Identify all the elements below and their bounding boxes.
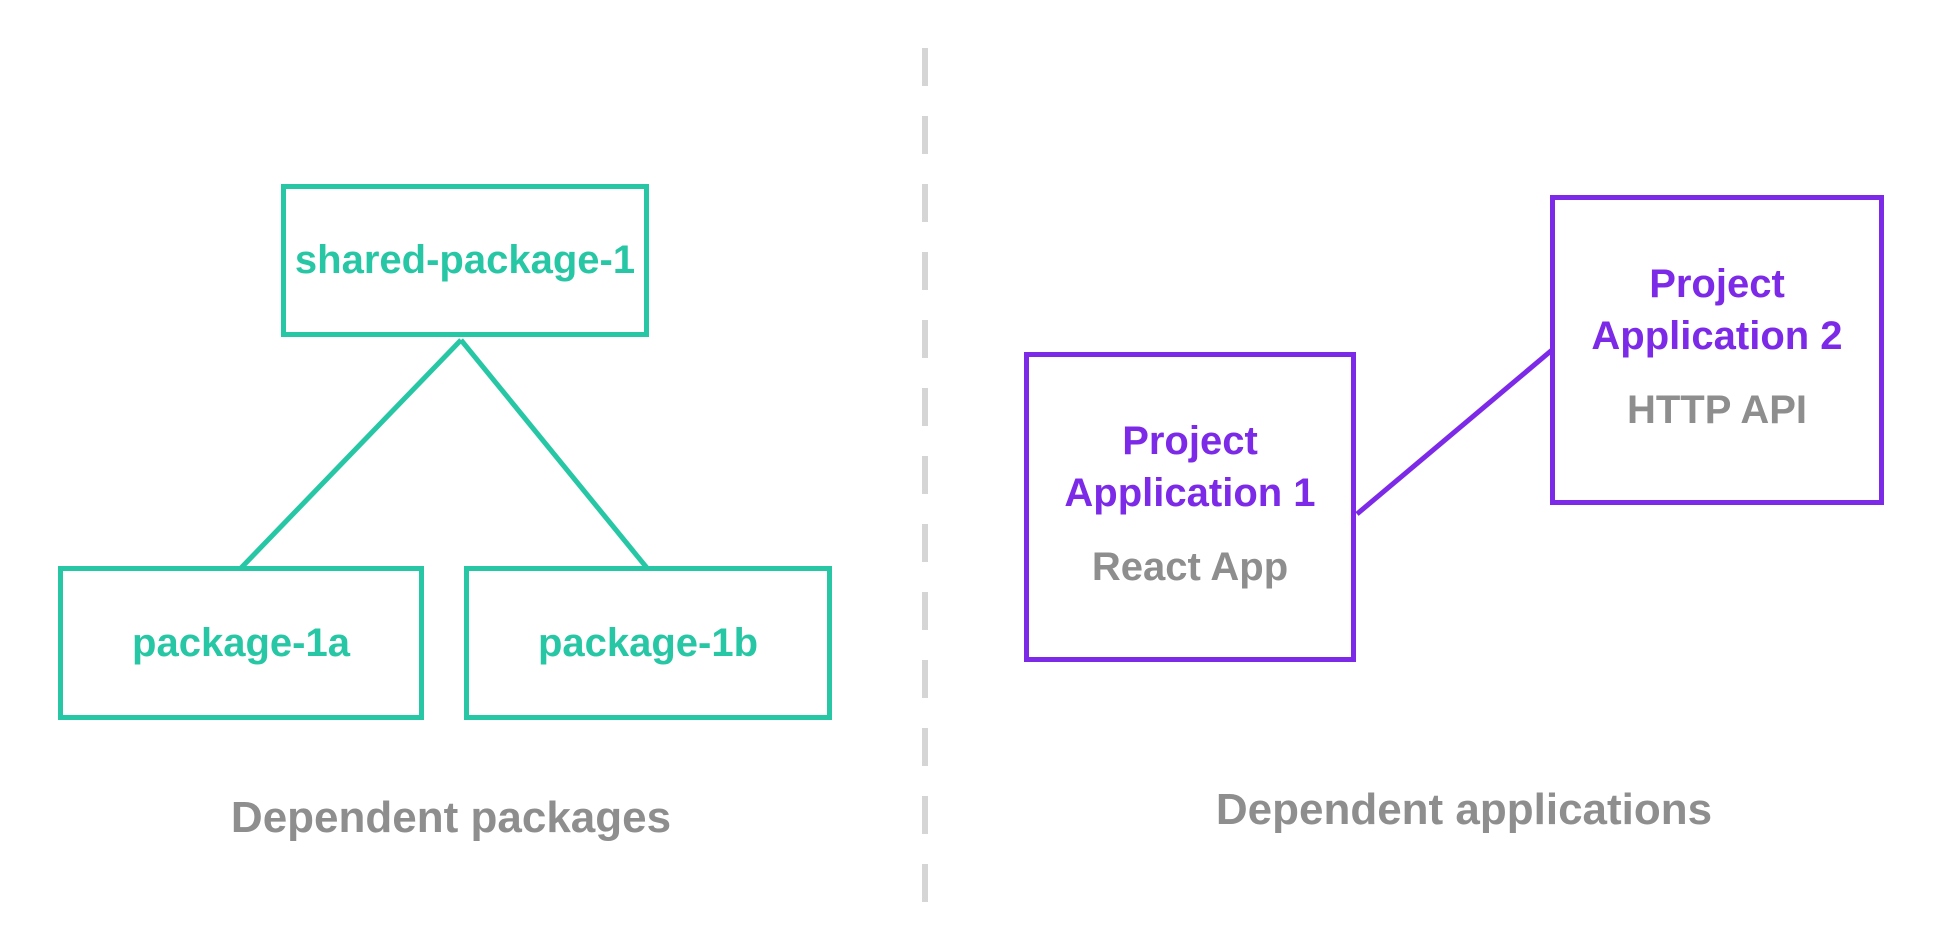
title-line: Project: [1122, 419, 1258, 463]
node-project-application-2-subtitle: HTTP API: [1626, 388, 1808, 432]
node-project-application-1-title: Project Application 1: [1064, 415, 1315, 519]
title-line: Application 1: [1064, 471, 1316, 515]
node-package-1a-label: package-1a: [132, 620, 350, 665]
edge-shared-to-package-1a: [239, 338, 463, 570]
edge-shared-to-package-1b: [459, 338, 649, 570]
edge-app1-to-app2: [1355, 348, 1554, 516]
title-line: Application 2: [1591, 314, 1843, 358]
node-project-application-2-title: Project Application 2: [1591, 258, 1842, 362]
node-package-1b: package-1b: [464, 566, 832, 720]
caption-dependent-applications: Dependent applications: [1215, 785, 1713, 834]
node-shared-package-1-label: shared-package-1: [294, 238, 636, 282]
node-project-application-1: Project Application 1 React App: [1024, 352, 1356, 662]
title-line: Project: [1649, 262, 1785, 306]
node-project-application-1-subtitle: React App: [1091, 545, 1289, 589]
node-shared-package-1: shared-package-1: [281, 184, 649, 337]
node-project-application-2: Project Application 2 HTTP API: [1550, 195, 1884, 505]
node-package-1b-label: package-1b: [537, 620, 759, 665]
node-package-1a: package-1a: [58, 566, 424, 720]
caption-dependent-packages: Dependent packages: [230, 793, 672, 842]
